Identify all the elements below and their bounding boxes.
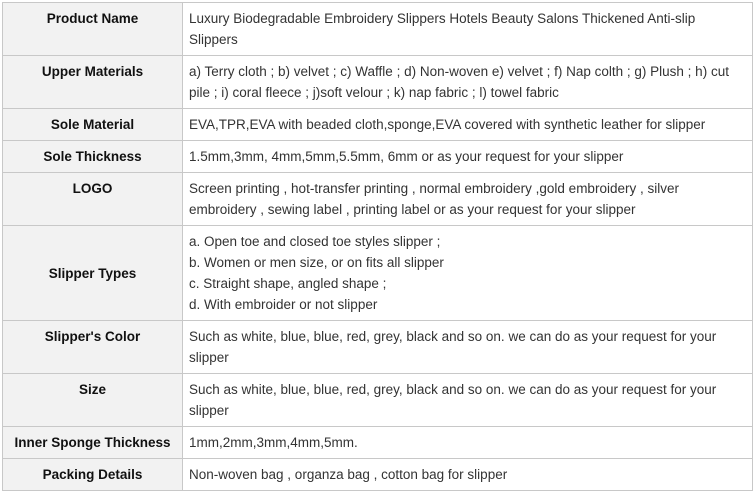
row-value-sole-material: EVA,TPR,EVA with beaded cloth,sponge,EVA… bbox=[182, 108, 753, 141]
row-value-logo: Screen printing , hot-transfer printing … bbox=[182, 172, 753, 226]
row-label-sole-thickness: Sole Thickness bbox=[2, 140, 183, 173]
table-row: Slipper Types a. Open toe and closed toe… bbox=[2, 225, 753, 321]
row-value-inner-sponge-thickness: 1mm,2mm,3mm,4mm,5mm. bbox=[182, 426, 753, 459]
row-label-product-name: Product Name bbox=[2, 2, 183, 56]
table-row: Sole Material EVA,TPR,EVA with beaded cl… bbox=[2, 108, 753, 141]
table-row: Packing Details Non-woven bag , organza … bbox=[2, 458, 753, 491]
slipper-type-line: c. Straight shape, angled shape ; bbox=[189, 276, 387, 291]
row-value-product-name: Luxury Biodegradable Embroidery Slippers… bbox=[182, 2, 753, 56]
row-value-size: Such as white, blue, blue, red, grey, bl… bbox=[182, 373, 753, 427]
row-label-packing-details: Packing Details bbox=[2, 458, 183, 491]
row-label-sole-material: Sole Material bbox=[2, 108, 183, 141]
row-label-slipper-types: Slipper Types bbox=[2, 225, 183, 321]
table-row: LOGO Screen printing , hot-transfer prin… bbox=[2, 172, 753, 226]
row-label-slipper-color: Slipper's Color bbox=[2, 320, 183, 374]
row-label-logo: LOGO bbox=[2, 172, 183, 226]
slipper-type-line: d. With embroider or not slipper bbox=[189, 297, 378, 312]
row-value-packing-details: Non-woven bag , organza bag , cotton bag… bbox=[182, 458, 753, 491]
row-value-upper-materials: a) Terry cloth ; b) velvet ; c) Waffle ;… bbox=[182, 55, 753, 109]
row-label-inner-sponge-thickness: Inner Sponge Thickness bbox=[2, 426, 183, 459]
table-row: Inner Sponge Thickness 1mm,2mm,3mm,4mm,5… bbox=[2, 426, 753, 459]
row-label-upper-materials: Upper Materials bbox=[2, 55, 183, 109]
table-row: Product Name Luxury Biodegradable Embroi… bbox=[2, 2, 753, 56]
row-value-slipper-types: a. Open toe and closed toe styles slippe… bbox=[182, 225, 753, 321]
slipper-type-line: b. Women or men size, or on fits all sli… bbox=[189, 255, 444, 270]
table-row: Sole Thickness 1.5mm,3mm, 4mm,5mm,5.5mm,… bbox=[2, 140, 753, 173]
table-row: Slipper's Color Such as white, blue, blu… bbox=[2, 320, 753, 374]
table-row: Upper Materials a) Terry cloth ; b) velv… bbox=[2, 55, 753, 109]
row-value-sole-thickness: 1.5mm,3mm, 4mm,5mm,5.5mm, 6mm or as your… bbox=[182, 140, 753, 173]
slipper-type-line: a. Open toe and closed toe styles slippe… bbox=[189, 234, 441, 249]
row-value-slipper-color: Such as white, blue, blue, red, grey, bl… bbox=[182, 320, 753, 374]
row-label-size: Size bbox=[2, 373, 183, 427]
table-row: Size Such as white, blue, blue, red, gre… bbox=[2, 373, 753, 427]
